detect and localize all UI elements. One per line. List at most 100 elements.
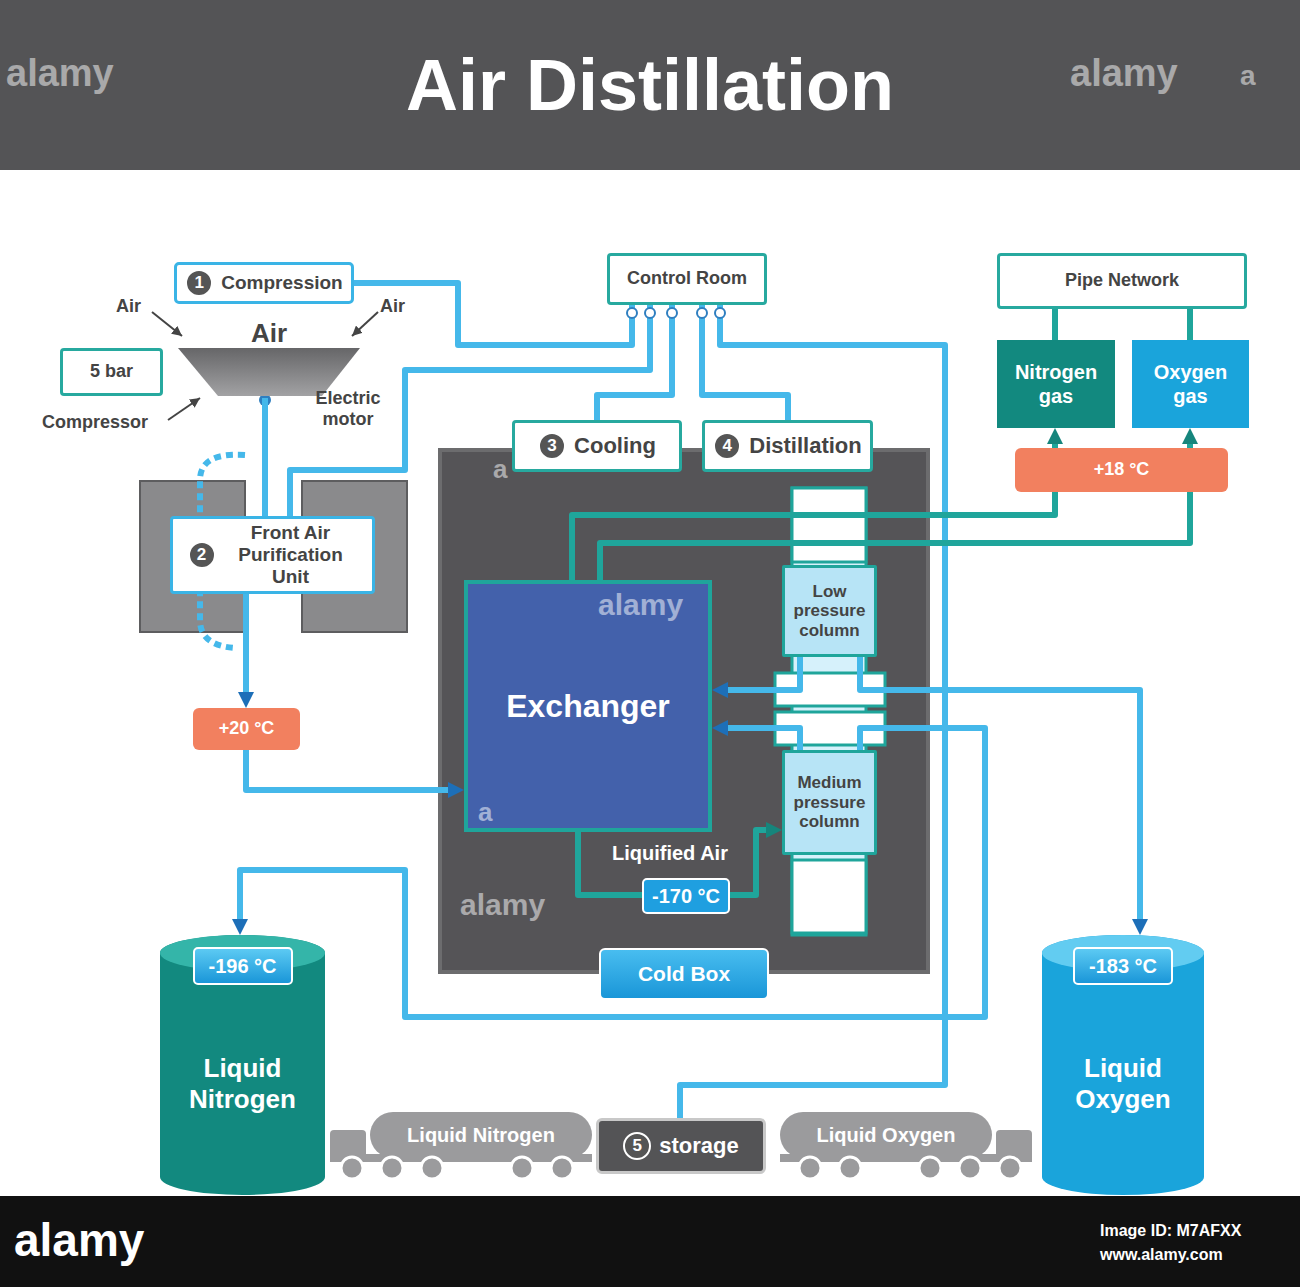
storage-tank: -183 °CLiquid Oxygen [1042,935,1204,1195]
gas-box: Oxygen gas [1132,340,1249,428]
node-text: Exchanger [506,687,670,725]
storage-tank: -196 °C Liquid Nitrogen [160,935,325,1195]
node-text: Distillation [749,433,861,459]
pipe-connector [702,305,788,420]
temperature-box: +20 °C [193,708,300,750]
watermark: alamy [14,1214,144,1267]
part-label: Compressor [42,412,148,433]
title-band [0,0,1300,170]
column-section: Medium pressure column [782,750,877,855]
temperature-badge: -170 °C [642,878,730,914]
node-text: Control Room [627,268,747,290]
port-dot [667,308,677,318]
port-dot [645,308,655,318]
part-label: Air [116,296,141,317]
node-text: Pipe Network [1065,270,1179,292]
node-text: Cold Box [638,962,730,986]
source-url: www.alamy.com [1100,1246,1223,1264]
node-text: Liquid Oxygen [780,1112,992,1158]
temperature-box: +18 °C [1015,448,1228,492]
node-text: 5 bar [90,361,133,383]
text-group: 5 bar [90,361,133,383]
watermark: a [478,798,492,828]
text-group: Control Room [627,268,747,290]
gas-box: Nitrogen gas [997,340,1115,428]
node-text: +20 °C [219,718,275,740]
control-room-box: Control Room [607,253,767,305]
watermark: alamy [1070,52,1178,96]
node-text: Medium pressure column [789,773,871,832]
callout-number: 5 [623,1132,651,1160]
port-dot [715,308,725,318]
node-text: Air [178,318,360,348]
truck-shape [330,1110,592,1182]
compressor: Air [178,318,360,398]
step-box: 3 Cooling [512,420,682,472]
pipe-connector [246,750,448,790]
pipe-connector [600,444,1190,580]
step-box: 2 Front Air Purification Unit [170,516,375,594]
pipe-network-box: Pipe Network [997,253,1247,309]
callout-number: 2 [188,541,216,569]
callout-number: 3 [538,432,566,460]
leader-line [152,312,182,336]
text-group: 3 Cooling [538,432,656,460]
pipe-connector [243,594,249,692]
node-text: Nitrogen gas [1006,360,1106,408]
node-text: Front Air Purification Unit [224,522,358,588]
node-text: Cooling [574,433,656,459]
temperature-badge: -196 °C [193,947,293,985]
pipe-connector [860,657,1140,919]
watermark: a [1240,60,1256,92]
node-text: +18 °C [1094,459,1150,481]
pipe-connector [1187,309,1193,340]
text-group: Exchanger [506,687,670,725]
pipe-connector [262,398,268,516]
text-group: 4 Distillation [713,432,861,460]
port-dot [697,308,707,318]
pipe-connector [728,728,800,750]
node-text: Compression [221,272,342,295]
watermark: alamy [598,588,683,623]
callout-number: 4 [713,432,741,460]
part-label: Air [380,296,405,317]
part-label: Electric motor [302,388,394,429]
pipe-connector [728,657,800,690]
pipe-connector [730,830,766,895]
pressure-box: 5 bar [60,348,163,396]
step-box: 5 storage [596,1118,766,1174]
text-group: -170 °C [652,884,720,908]
watermark: alamy [460,888,545,923]
pipe-connector [1052,309,1058,340]
step-box: 4 Distillation [702,420,873,472]
node-text: Liquid Nitrogen [160,1053,325,1115]
callout-number: 1 [185,269,213,297]
text-group: Nitrogen gas [1006,360,1106,408]
node-text: Liquid Oxygen [1042,1053,1204,1115]
tanker-truck: Liquid Oxygen [780,1110,1032,1182]
text-group: 1 Compression [185,269,342,297]
footer-band [0,1196,1300,1287]
text-group: 2 Front Air Purification Unit [188,522,358,588]
text-group: Oxygen gas [1141,360,1241,408]
text-group: +20 °C [219,718,275,740]
watermark: alamy [6,52,114,96]
node-text: Low pressure column [789,582,871,641]
title: Air Distillation [406,44,894,126]
step-box: 1 Compression [174,262,354,304]
text-group: Low pressure column [789,582,871,641]
leader-line [352,312,378,336]
pipe-connector [597,305,672,420]
text-group: 5 storage [623,1132,738,1160]
cold-box-tag: Cold Box [599,948,769,1000]
node-text: storage [659,1133,738,1159]
leader-line [168,398,200,420]
watermark: a [493,455,507,485]
image-id: Image ID: M7AFXX [1100,1222,1241,1240]
column-section: Low pressure column [782,565,877,657]
node-text: Oxygen gas [1141,360,1241,408]
node-text: Liquid Nitrogen [370,1112,592,1158]
pipe-connector [354,283,632,345]
cold-box-housing [440,450,928,972]
pipe-connector [290,305,650,516]
